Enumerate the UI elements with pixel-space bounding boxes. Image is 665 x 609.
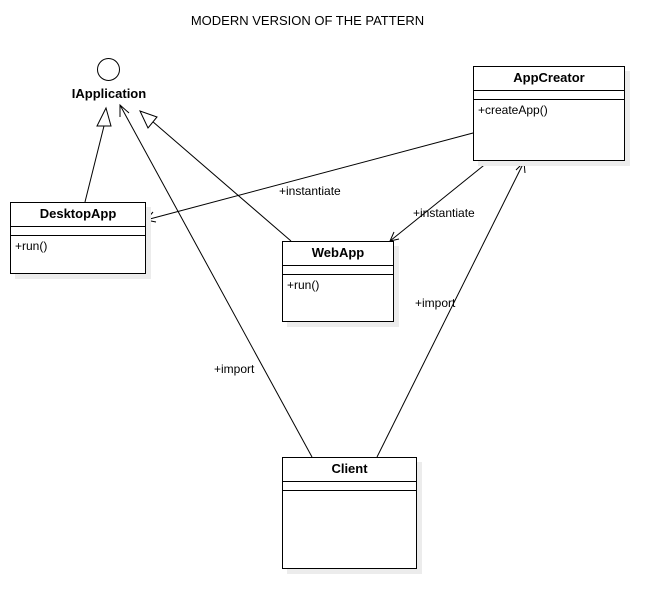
- import-interface-label: +import: [214, 362, 255, 376]
- interface-lollipop-icon: [97, 58, 120, 81]
- instantiate-desktop-label: +instantiate: [279, 184, 341, 198]
- creator-desktop-line: [145, 132, 474, 221]
- creator-webapp-line: [389, 161, 489, 242]
- webapp-realization-arrowhead: [139, 110, 158, 129]
- attributes-compartment: [11, 227, 145, 236]
- class-webapp[interactable]: WebApp +run(): [282, 241, 394, 322]
- attributes-compartment: [283, 266, 393, 275]
- class-appcreator[interactable]: AppCreator +createApp(): [473, 66, 625, 161]
- attributes-compartment: [283, 482, 416, 491]
- interface-name: IApplication: [71, 86, 147, 101]
- class-name: AppCreator: [474, 67, 624, 91]
- class-name: WebApp: [283, 242, 393, 266]
- diagram-title: MODERN VERSION OF THE PATTERN: [190, 13, 425, 28]
- attributes-compartment: [474, 91, 624, 100]
- client-interface-import-line: [119, 104, 313, 458]
- client-creator-import-line: [376, 161, 525, 458]
- desktop-realization-line: [84, 125, 105, 203]
- operation: +run(): [287, 278, 320, 292]
- operation: +createApp(): [478, 103, 548, 117]
- class-client[interactable]: Client: [282, 457, 417, 569]
- class-name: Client: [283, 458, 416, 482]
- class-name: DesktopApp: [11, 203, 145, 227]
- client-creator-import-arrowhead: [515, 160, 526, 174]
- operations-compartment: [283, 491, 416, 494]
- client-interface-import-arrowhead: [119, 103, 130, 117]
- import-creator-label: +import: [415, 296, 456, 310]
- webapp-realization-line: [151, 120, 292, 242]
- creator-desktop-arrowhead: [145, 211, 157, 223]
- instantiate-web-label: +instantiate: [413, 206, 475, 220]
- class-desktopapp[interactable]: DesktopApp +run(): [10, 202, 146, 274]
- operation: +run(): [15, 239, 48, 253]
- desktop-realization-arrowhead: [96, 106, 112, 127]
